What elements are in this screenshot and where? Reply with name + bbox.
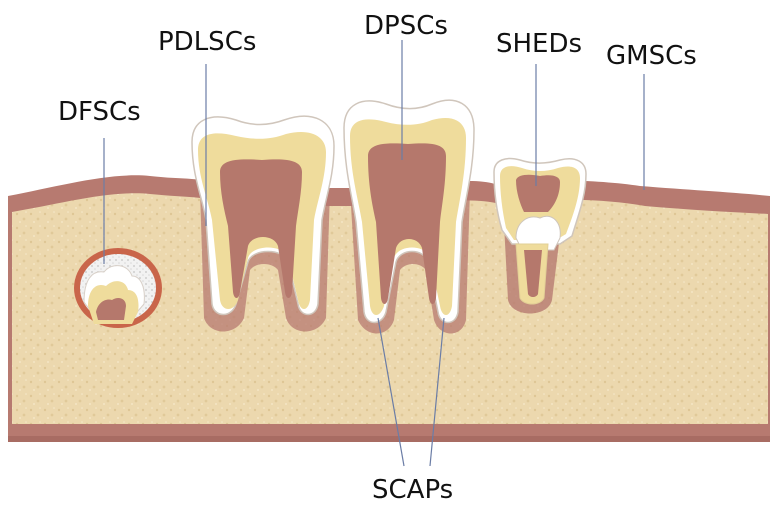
- label-sheds: SHEDs: [496, 29, 582, 59]
- label-scaps: SCAPs: [372, 475, 453, 505]
- label-dpscs: DPSCs: [364, 11, 448, 41]
- label-gmscs: GMSCs: [606, 41, 697, 71]
- gum-bottom-shadow: [8, 436, 770, 442]
- developing-tooth-follicle: [74, 248, 162, 328]
- label-pdlscs: PDLSCs: [158, 27, 256, 57]
- label-dfscs: DFSCs: [58, 97, 141, 127]
